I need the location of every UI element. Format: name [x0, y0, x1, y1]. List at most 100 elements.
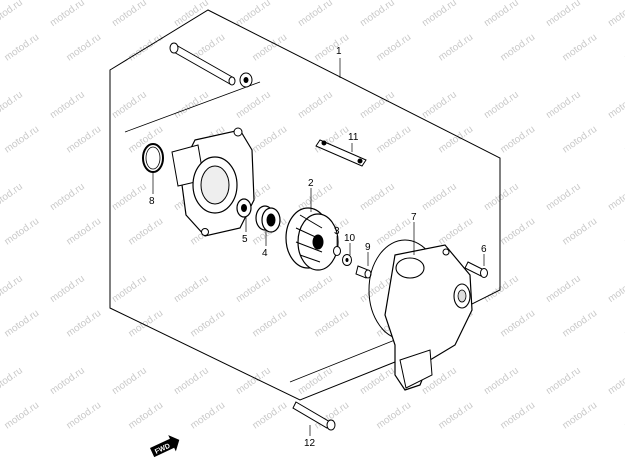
label-part-7: 7: [411, 212, 417, 223]
watermark-text: motod.ru: [499, 124, 538, 156]
watermark-text: motod.ru: [110, 181, 149, 213]
watermark-text: motod.ru: [437, 216, 476, 248]
watermark-text: motod.ru: [606, 273, 625, 305]
watermark-text: motod.ru: [420, 0, 459, 29]
watermark-text: motod.ru: [0, 273, 25, 305]
fwd-label: FWD: [154, 443, 171, 456]
watermark-text: motod.ru: [127, 400, 166, 432]
watermark-text: motod.ru: [482, 181, 521, 213]
watermark-text: motod.ru: [234, 365, 273, 397]
watermark-text: motod.ru: [296, 365, 335, 397]
watermark-text: motod.ru: [561, 216, 600, 248]
watermark-text: motod.ru: [110, 273, 149, 305]
watermark-text: motod.ru: [189, 400, 228, 432]
label-part-5: 5: [242, 234, 248, 245]
watermark-text: motod.ru: [296, 273, 335, 305]
watermark-text: motod.ru: [544, 273, 583, 305]
watermark-text: motod.ru: [172, 0, 211, 29]
watermark-text: motod.ru: [313, 32, 352, 64]
watermark-text: motod.ru: [0, 89, 25, 121]
watermark-text: motod.ru: [544, 89, 583, 121]
watermark-text: motod.ru: [499, 32, 538, 64]
watermark-text: motod.ru: [561, 308, 600, 340]
watermark-text: motod.ru: [3, 400, 42, 432]
watermark-text: motod.ru: [65, 216, 104, 248]
watermark-text: motod.ru: [234, 0, 273, 29]
watermark-text: motod.ru: [499, 216, 538, 248]
label-part-12: 12: [304, 438, 316, 449]
watermark-text: motod.ru: [606, 365, 625, 397]
watermark-text: motod.ru: [296, 181, 335, 213]
label-part-1: 1: [336, 46, 342, 57]
washer: [333, 246, 341, 256]
watermark-text: motod.ru: [482, 0, 521, 29]
watermark-text: motod.ru: [65, 124, 104, 156]
watermark-text: motod.ru: [3, 216, 42, 248]
watermark-text: motod.ru: [48, 273, 87, 305]
watermark-text: motod.ru: [358, 89, 397, 121]
watermark-text: motod.ru: [3, 124, 42, 156]
label-part-2: 2: [308, 178, 314, 189]
watermark-text: motod.ru: [251, 124, 290, 156]
oil-seal: [236, 198, 252, 218]
mechanical-seal: [255, 205, 281, 233]
watermark-text: motod.ru: [127, 308, 166, 340]
watermark-text: motod.ru: [296, 0, 335, 29]
watermark-text: motod.ru: [3, 32, 42, 64]
drain-bolt: [355, 265, 372, 279]
bolt-small: [464, 261, 488, 278]
label-part-8: 8: [149, 196, 155, 207]
watermark-text: motod.ru: [48, 89, 87, 121]
watermark-text: motod.ru: [606, 181, 625, 213]
watermark-text: motod.ru: [358, 365, 397, 397]
watermark-text: motod.ru: [544, 0, 583, 29]
watermark-text: motod.ru: [437, 32, 476, 64]
watermark-text: motod.ru: [0, 181, 25, 213]
watermark-text: motod.ru: [65, 308, 104, 340]
watermark-text: motod.ru: [482, 365, 521, 397]
impeller: [285, 207, 339, 271]
label-part-9: 9: [365, 242, 371, 253]
watermark-text: motod.ru: [420, 89, 459, 121]
gasket-washer: [342, 254, 352, 266]
watermark-text: motod.ru: [65, 400, 104, 432]
label-part-4: 4: [262, 248, 268, 259]
watermark-text: motod.ru: [48, 365, 87, 397]
watermark-text: motod.ru: [482, 273, 521, 305]
watermark-text: motod.ru: [0, 365, 25, 397]
watermark-text: motod.ru: [110, 89, 149, 121]
outline-link-top: [124, 81, 261, 133]
watermark-text: motod.ru: [499, 308, 538, 340]
watermark-text: motod.ru: [561, 32, 600, 64]
watermark-text: motod.ru: [375, 400, 414, 432]
watermark-text: motod.ru: [110, 365, 149, 397]
watermark-text: motod.ru: [358, 181, 397, 213]
part-labels: 1 2 3 4 5 6 7 8 9 10 11 12: [149, 46, 487, 449]
watermark-text: motod.ru: [313, 308, 352, 340]
shaft: [169, 42, 236, 86]
watermark-text: motod.ru: [358, 0, 397, 29]
watermark-text: motod.ru: [420, 181, 459, 213]
watermark-text: motod.ru: [234, 89, 273, 121]
watermark-text: motod.ru: [499, 400, 538, 432]
watermark-text: motod.ru: [482, 89, 521, 121]
watermark-text: motod.ru: [561, 400, 600, 432]
watermark-text: motod.ru: [48, 0, 87, 29]
watermark-text: motod.ru: [172, 273, 211, 305]
watermark-text: motod.ru: [127, 124, 166, 156]
watermark-text: motod.ru: [296, 89, 335, 121]
shaft-washer: [239, 72, 253, 88]
label-part-6: 6: [481, 244, 487, 255]
watermark-text: motod.ru: [437, 400, 476, 432]
watermark-text: motod.ru: [251, 308, 290, 340]
bolt-long: [292, 401, 336, 431]
watermark-text: motod.ru: [3, 308, 42, 340]
watermark-text: motod.ru: [234, 273, 273, 305]
fwd-arrow-icon: FWD: [150, 435, 180, 458]
watermark-text: motod.ru: [172, 365, 211, 397]
watermark-text: motod.ru: [544, 181, 583, 213]
watermark-text: motod.ru: [544, 365, 583, 397]
watermark-text: motod.ru: [127, 216, 166, 248]
label-part-3: 3: [334, 226, 340, 237]
